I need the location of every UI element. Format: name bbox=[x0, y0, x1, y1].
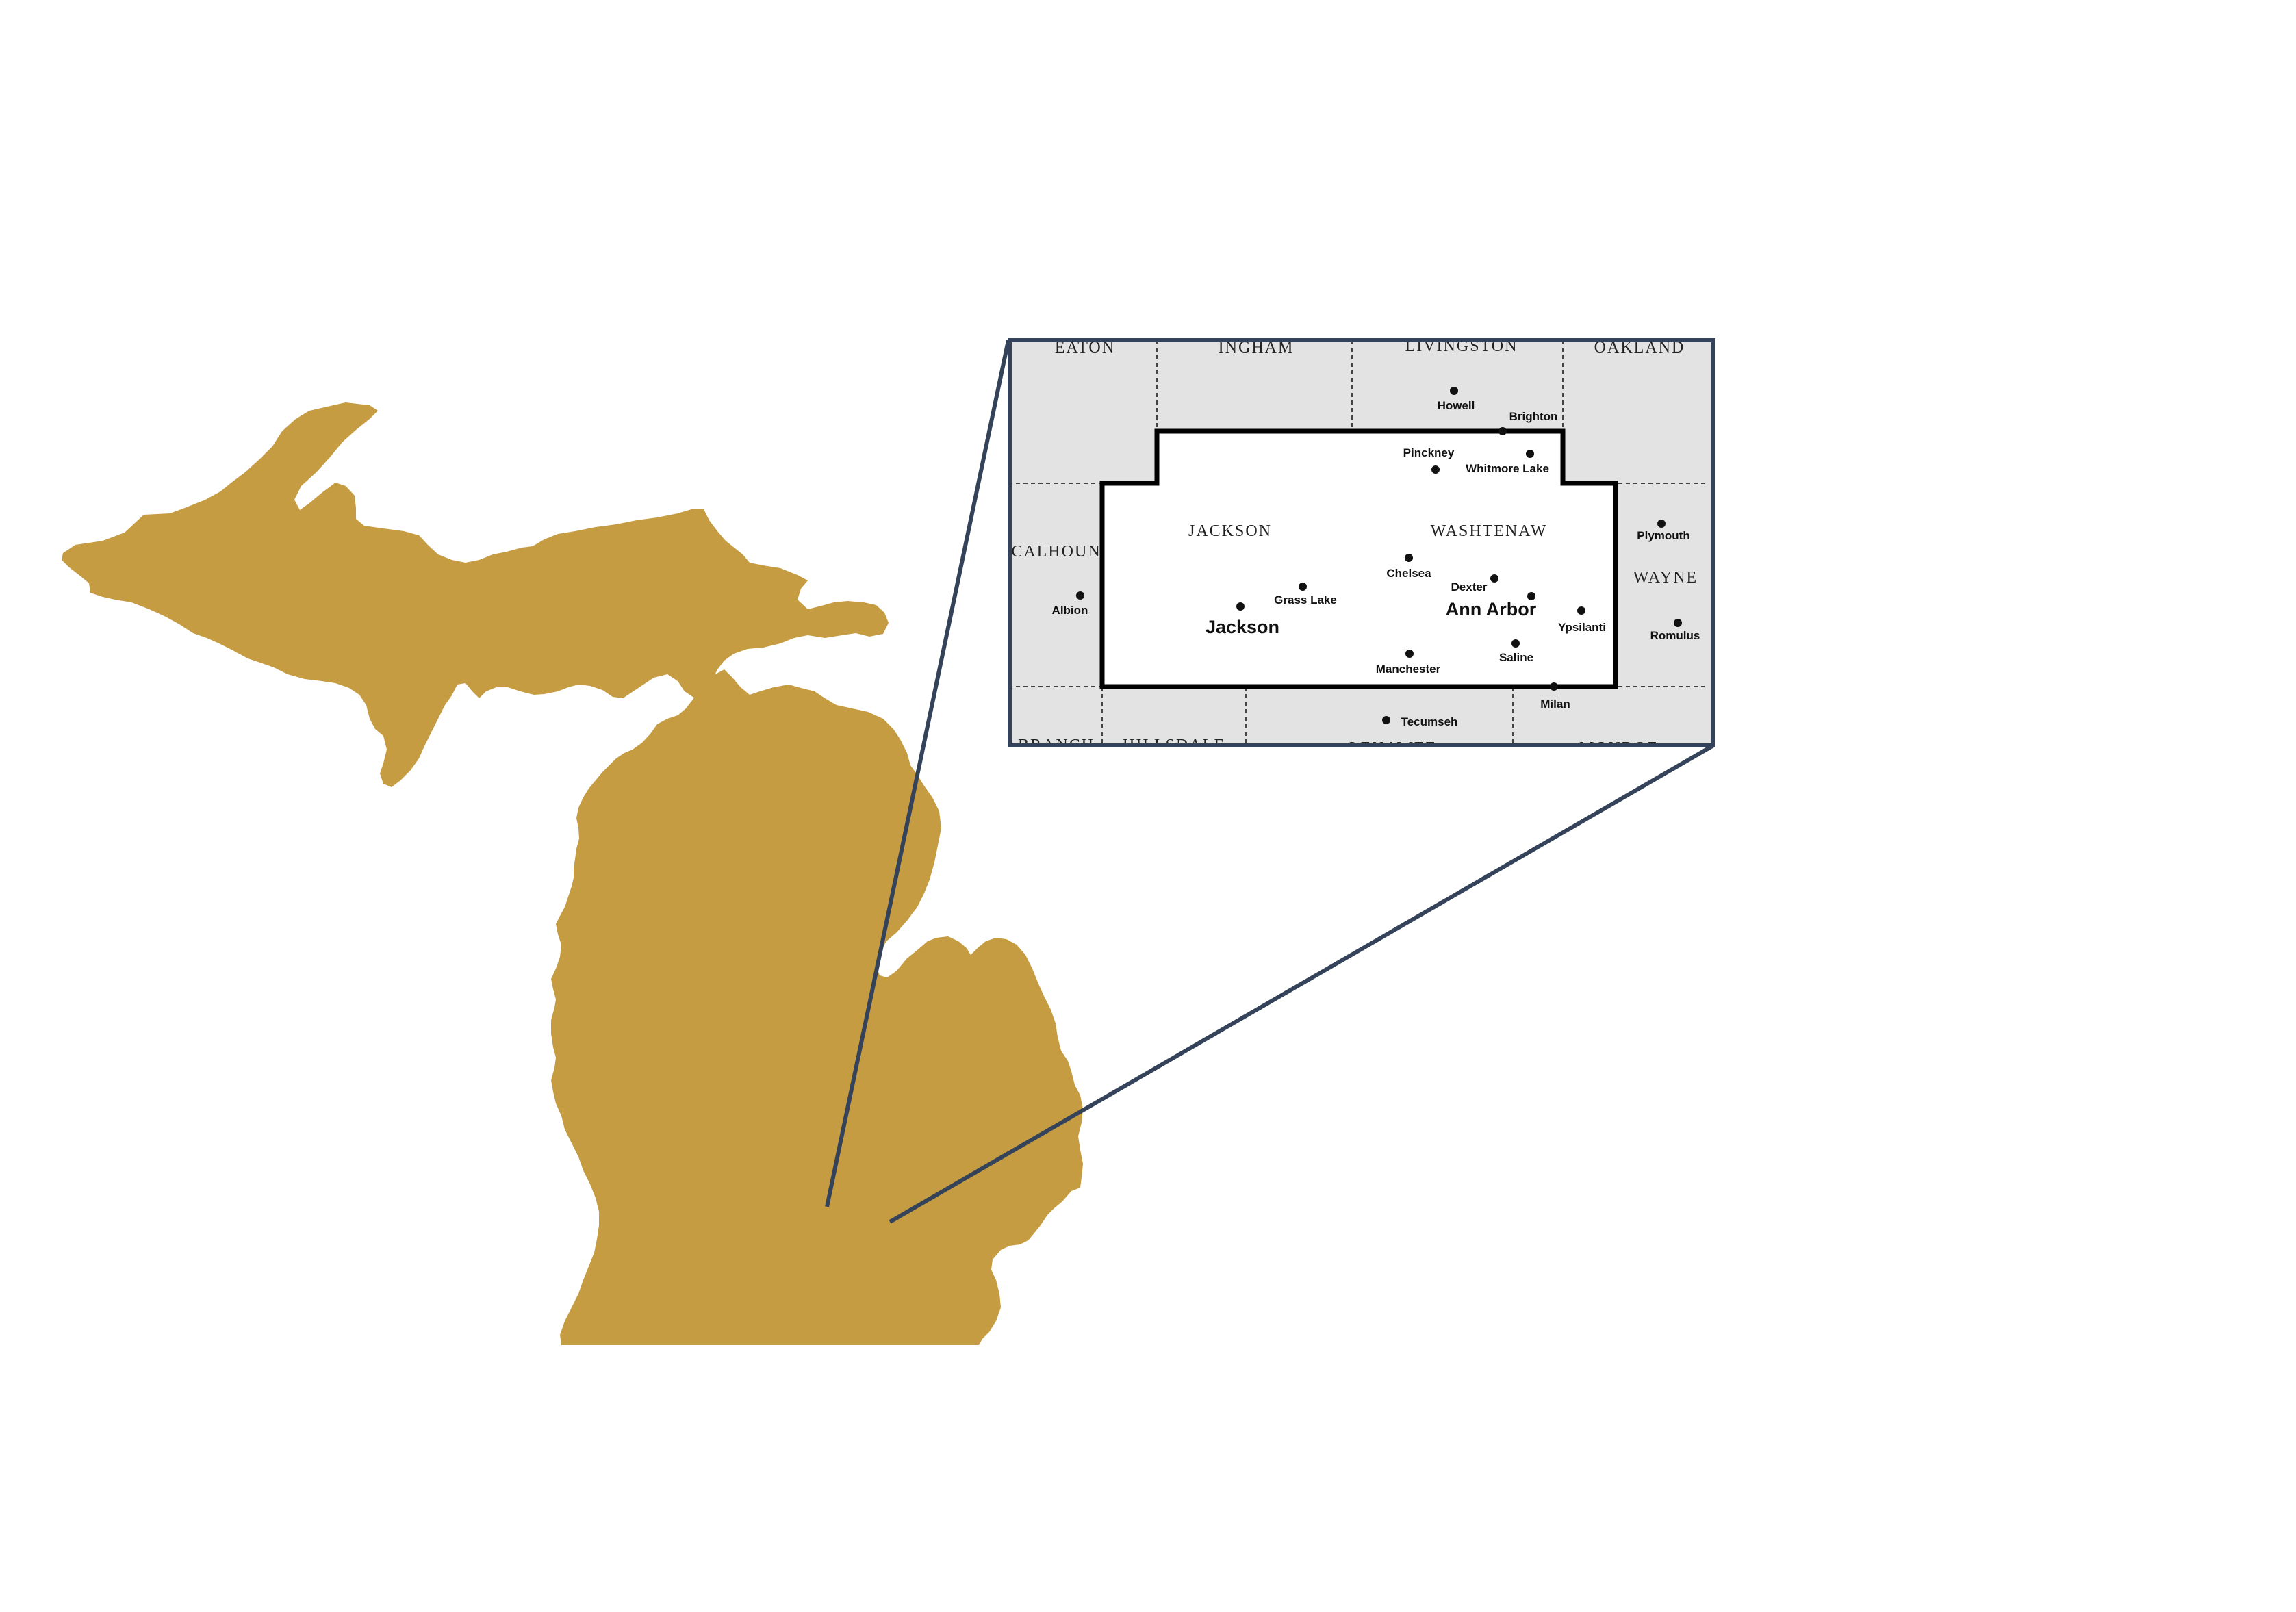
city-dot-pinckney bbox=[1431, 465, 1440, 474]
callout-line-right bbox=[889, 743, 1715, 1224]
city-dot-whitmore-lake bbox=[1526, 450, 1534, 458]
inset-map: EATON INGHAM LIVINGSTON OAKLAND CALHOUN JACKS… bbox=[1010, 337, 1713, 757]
callout-line-left bbox=[825, 340, 1010, 1207]
city-dot-chelsea bbox=[1405, 554, 1413, 562]
city-dot-albion bbox=[1076, 591, 1084, 600]
city-label-jackson: Jackson bbox=[1206, 617, 1279, 637]
city-dot-manchester bbox=[1405, 650, 1414, 658]
upper-peninsula-shape bbox=[62, 402, 889, 787]
city-dot-brighton bbox=[1498, 427, 1507, 435]
county-label-livingston: LIVINGSTON bbox=[1405, 337, 1518, 355]
county-label-lenawee: LENAWEE bbox=[1349, 739, 1437, 757]
inset-frame bbox=[1008, 338, 1715, 747]
city-dot-ypsilanti bbox=[1577, 606, 1585, 615]
county-label-jackson: JACKSON bbox=[1188, 522, 1272, 540]
county-label-oakland: OAKLAND bbox=[1594, 339, 1685, 357]
city-label-ann-arbor: Ann Arbor bbox=[1446, 599, 1537, 619]
county-label-calhoun: CALHOUN bbox=[1011, 543, 1101, 561]
county-label-hillsdale: HILLSDALE bbox=[1123, 737, 1225, 754]
county-label-wayne: WAYNE bbox=[1633, 569, 1698, 587]
city-dot-romulus bbox=[1674, 619, 1682, 627]
lower-peninsula-shape bbox=[551, 669, 1083, 1345]
city-label-dexter: Dexter bbox=[1451, 580, 1488, 593]
city-label-grass-lake: Grass Lake bbox=[1274, 593, 1337, 606]
city-dot-grass-lake bbox=[1299, 583, 1307, 591]
city-dot-plymouth bbox=[1657, 520, 1666, 528]
city-label-romulus: Romulus bbox=[1650, 629, 1700, 642]
city-label-albion: Albion bbox=[1052, 604, 1088, 617]
county-label-eaton: EATON bbox=[1055, 339, 1115, 357]
city-label-brighton: Brighton bbox=[1509, 410, 1558, 423]
city-label-manchester: Manchester bbox=[1376, 663, 1441, 676]
city-dot-ann-arbor bbox=[1527, 592, 1535, 600]
city-dot-saline bbox=[1511, 639, 1520, 648]
jackson-washtenaw-region-outline bbox=[1099, 428, 1618, 689]
city-dot-milan bbox=[1550, 682, 1558, 691]
city-label-ypsilanti: Ypsilanti bbox=[1558, 621, 1606, 634]
city-dot-tecumseh bbox=[1382, 716, 1390, 724]
city-label-plymouth: Plymouth bbox=[1637, 529, 1689, 542]
city-dot-jackson bbox=[1236, 602, 1245, 611]
city-label-howell: Howell bbox=[1438, 399, 1475, 412]
county-label-washtenaw: WASHTENAW bbox=[1431, 522, 1548, 540]
city-label-milan: Milan bbox=[1540, 698, 1570, 711]
city-label-chelsea: Chelsea bbox=[1386, 567, 1431, 580]
city-dot-howell bbox=[1450, 387, 1458, 395]
city-dot-dexter bbox=[1490, 574, 1498, 583]
city-label-pinckney: Pinckney bbox=[1403, 446, 1455, 459]
city-label-tecumseh: Tecumseh bbox=[1401, 715, 1458, 728]
city-label-saline: Saline bbox=[1499, 651, 1533, 664]
county-label-monroe: MONROE bbox=[1579, 739, 1659, 757]
county-label-branch: BRANCH bbox=[1018, 737, 1095, 754]
city-label-whitmore-lake: Whitmore Lake bbox=[1466, 462, 1549, 475]
county-label-ingham: INGHAM bbox=[1219, 339, 1294, 357]
